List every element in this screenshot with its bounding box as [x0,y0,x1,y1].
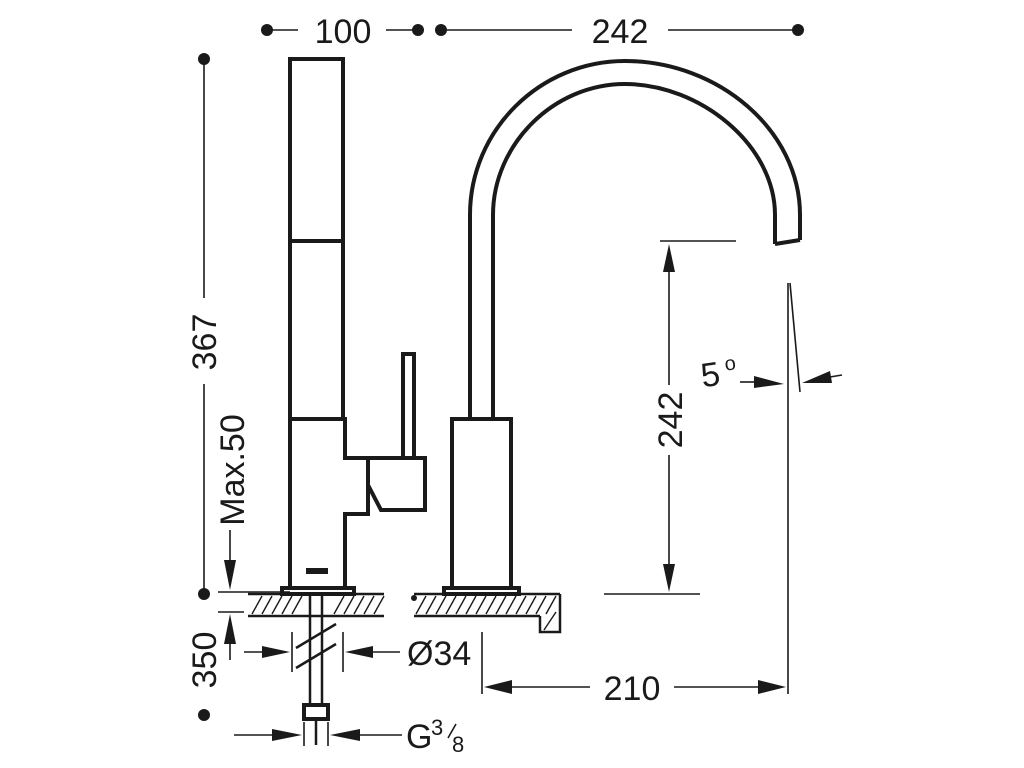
dimension-max50-label: Max.50 [214,414,252,526]
faucet-spout-view [442,58,802,596]
dimension-thread-numerator: 3 [431,715,443,740]
deck-left [248,592,385,618]
dimension-367: 367 [186,53,224,600]
dimension-hole-diameter: Ø34 [244,632,471,673]
dimension-242-height: 242 [604,240,736,595]
dimension-350: 350 [186,632,224,721]
dimension-angle: 5 o [698,282,843,694]
dimension-thread: G 3 8 [234,715,464,757]
dimension-thread-denominator: 8 [452,732,464,757]
deck-mark [411,595,417,601]
dimension-242-top: 242 [435,13,804,51]
dimension-210-label: 210 [604,670,661,708]
dimension-367-label: 367 [186,314,224,371]
faucet-side-view [280,57,427,596]
supply-pipe [295,594,337,745]
dimension-max50: Max.50 [214,414,290,660]
dimension-thread-main: G [406,718,432,756]
dimension-242-height-label: 242 [652,392,690,449]
dimension-angle-unit: o [723,352,737,375]
dimension-100-label: 100 [315,13,372,51]
dimension-hole-diameter-label: Ø34 [407,635,471,673]
deck-right [414,592,562,634]
dimension-242-top-label: 242 [592,13,649,51]
dimension-350-label: 350 [186,632,224,689]
dimension-100: 100 [261,13,424,51]
dimension-angle-value: 5 [698,355,722,395]
dimension-210: 210 [481,632,786,708]
